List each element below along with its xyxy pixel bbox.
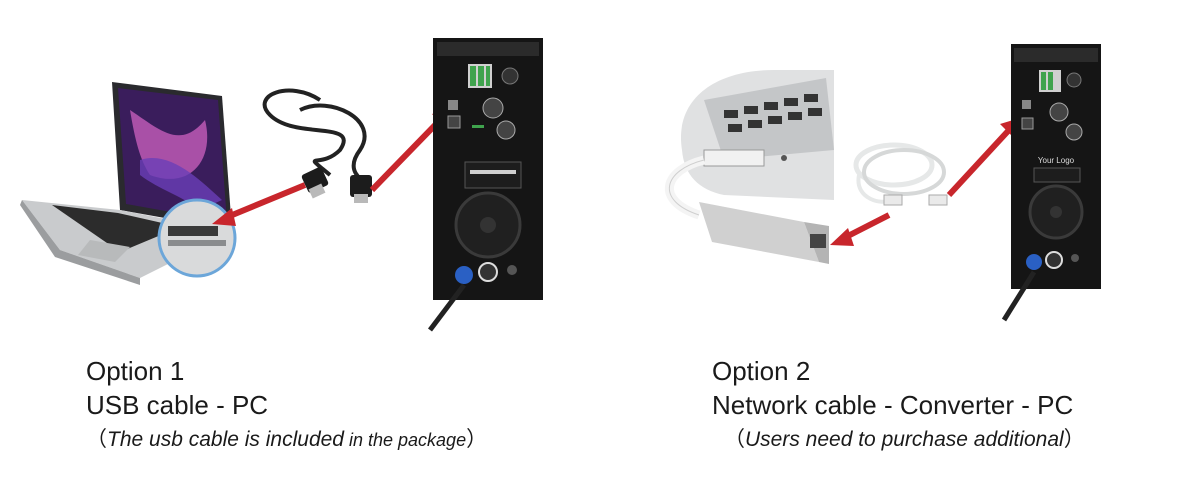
laptop-image: [20, 82, 232, 285]
option-2-note-main: Users need to purchase additional: [745, 428, 1064, 451]
option-1-panel: Option 1 USB cable - PC （The usb cable i…: [0, 0, 600, 486]
option-1-note-rest: in the package: [343, 430, 467, 450]
option-2-note-close-paren: ）: [1063, 428, 1085, 451]
option-1-note-close-paren: ）: [466, 428, 488, 451]
laptop-closeup-image: [680, 70, 834, 200]
amplifier-module-image: Your Logo: [1001, 44, 1101, 322]
option-1-note-main: The usb cable is included: [107, 428, 344, 451]
option-2-note: （Users need to purchase additional）: [724, 425, 1085, 455]
option-1-subtitle: USB cable - PC: [86, 390, 269, 420]
arrow-to-laptop: [212, 182, 307, 226]
option-2-panel: Your Logo Option 2 Network cable - Conve…: [604, 0, 1204, 486]
amp-logo-text: Your Logo: [1038, 156, 1075, 165]
option-1-title: Option 1: [86, 356, 185, 386]
amplifier-module-image: [428, 38, 543, 332]
usb-cable-image: [262, 88, 372, 203]
arrow-to-amplifier: [946, 118, 1020, 198]
option-2-title: Option 2: [712, 356, 811, 386]
option-2-caption: Option 2 Network cable - Converter - PC: [712, 354, 1073, 422]
option-2-illustration: Your Logo: [664, 44, 1101, 322]
option-1-note: （The usb cable is included in the packag…: [86, 425, 487, 455]
option-1-illustration: [20, 38, 543, 332]
usb-ethernet-converter-image: [664, 155, 829, 264]
option-1-caption: Option 1 USB cable - PC: [86, 354, 268, 422]
arrow-to-converter: [830, 212, 891, 246]
option-2-note-open-paren: （: [724, 428, 745, 451]
network-cable-image: [853, 142, 948, 206]
option-1-note-open-paren: （: [86, 428, 107, 451]
usb-port-zoom: [157, 198, 237, 278]
option-2-subtitle: Network cable - Converter - PC: [712, 390, 1074, 420]
